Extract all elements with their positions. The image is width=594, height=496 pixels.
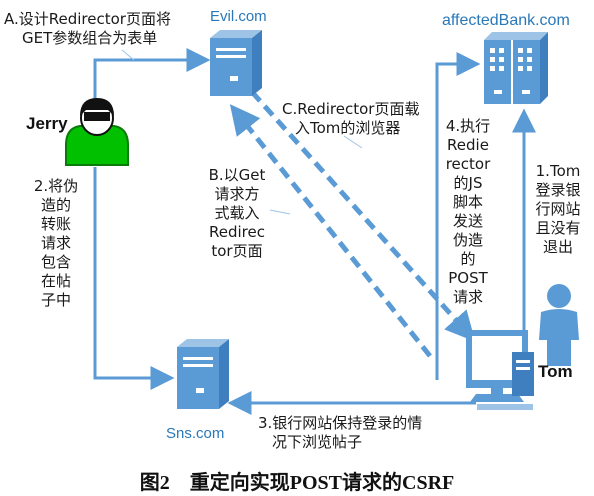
step-3-label-line2: 况下浏览帖子 (272, 433, 363, 451)
step-b-label: B.以Get 请求方 式载入 Redirec tor页面 (208, 166, 266, 260)
arrow-2-jerry-to-sns (93, 167, 175, 390)
step-3-label-line1: 3.银行网站保持登录的情 (258, 414, 423, 432)
leader-c (343, 135, 363, 149)
tom-person-icon (539, 284, 579, 366)
csrf-diagram (65, 30, 579, 415)
step-a-label-line2: GET参数组合为表单 (22, 29, 158, 47)
step-a-label-line1: A.设计Redirector页面将 (4, 10, 171, 28)
leader-a (121, 49, 135, 61)
arrow-4-tom-to-bank (435, 52, 481, 380)
step-4-label: 4.执行 Redie rector 的JS 脚本 发送 伪造 的 POST 请求 (445, 117, 491, 306)
figure-caption: 图2 重定向实现POST请求的CSRF (139, 472, 455, 494)
arrow-b-tom-to-evil (229, 104, 432, 358)
arrow-a-jerry-to-evil (93, 48, 211, 103)
step-c-label-line2: 入Tom的浏览器 (295, 119, 401, 137)
evil-server-label: Evil.com (210, 8, 267, 25)
arrow-c-evil-to-tom (250, 90, 476, 342)
bank-server-icon (484, 32, 548, 104)
jerry-label: Jerry (26, 114, 68, 133)
step-1-label: 1.Tom 登录银 行网站 且没有 退出 (535, 162, 581, 256)
evil-server-icon (210, 30, 262, 96)
tom-label: Tom (538, 362, 573, 381)
bank-server-label: affectedBank.com (442, 12, 570, 29)
tom-computer-icon (466, 330, 534, 410)
sns-server-label: Sns.com (166, 425, 225, 442)
sns-server-icon (177, 339, 229, 409)
step-c-label-line1: C.Redirector页面载 (282, 100, 420, 118)
step-2-label: 2.将伪 造的 转账 请求 包含 在帖 子中 (33, 177, 79, 309)
leader-b (269, 209, 291, 215)
jerry-person-icon (65, 98, 129, 166)
